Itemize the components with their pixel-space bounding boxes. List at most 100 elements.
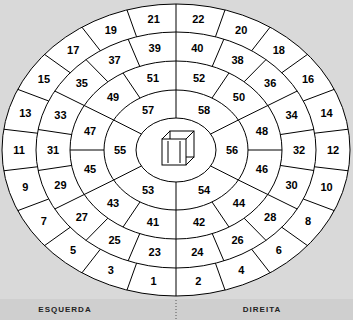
seat-divider [212, 202, 229, 227]
seat-number: 39 [149, 42, 161, 54]
seat-number: 50 [233, 91, 245, 103]
seat-cell: 39 [149, 42, 161, 54]
side-label: DIREITA [243, 305, 281, 315]
seat-cell: 26 [231, 234, 243, 246]
seat-cell: 46 [256, 163, 268, 175]
seat-number: 33 [54, 109, 66, 121]
seat-cell: 56 [226, 144, 238, 156]
seat-number: 14 [321, 107, 333, 119]
seat-cell: 30 [285, 179, 297, 191]
seat-cell: 52 [193, 72, 205, 84]
seat-divider [176, 182, 177, 296]
seat-divider [18, 89, 49, 101]
seat-divider [55, 91, 84, 106]
seat-divider [238, 106, 267, 121]
seat-number: 24 [191, 246, 203, 258]
seat-cell: 5 [70, 244, 76, 256]
seat-divider [238, 180, 267, 195]
seat-number: 55 [114, 144, 126, 156]
seat-number: 4 [238, 264, 244, 276]
seat-divider [244, 60, 266, 82]
seat-number: 21 [148, 13, 160, 25]
seat-divider [176, 4, 177, 118]
seat-cell: 33 [54, 109, 66, 121]
seat-number: 46 [256, 163, 268, 175]
seat-cell: 8 [305, 215, 311, 227]
seat-cell: 19 [105, 24, 117, 36]
seat-number: 57 [142, 104, 154, 116]
seat-cell: 20 [235, 24, 247, 36]
seat-cell: 38 [231, 54, 243, 66]
seat-cell: 51 [147, 72, 159, 84]
seat-number: 58 [198, 104, 210, 116]
seat-divider [123, 73, 140, 98]
seat-divider [215, 263, 225, 290]
seat-number: 35 [76, 77, 88, 89]
seat-cell: 6 [276, 244, 282, 256]
seat-cell: 21 [148, 13, 160, 25]
seat-number: 34 [285, 109, 297, 121]
cube-detail [168, 141, 169, 163]
seat-number: 47 [84, 125, 96, 137]
seat-number: 29 [54, 179, 66, 191]
seat-number: 2 [195, 275, 201, 287]
seat-divider [18, 199, 49, 211]
seat-divider [86, 60, 108, 82]
seat-number: 22 [192, 13, 204, 25]
seat-divider [211, 120, 239, 134]
cube-detail [180, 141, 181, 163]
seat-divider [215, 10, 225, 37]
seat-divider [82, 27, 100, 51]
seat-cell: 22 [192, 13, 204, 25]
seat-number: 53 [142, 184, 154, 196]
seat-number: 5 [70, 244, 76, 256]
seat-cell: 13 [19, 107, 31, 119]
seat-cell: 48 [256, 125, 268, 137]
seat-cell: 27 [76, 211, 88, 223]
seat-cell: 14 [321, 107, 333, 119]
seat-divider [128, 39, 140, 66]
seat-number: 45 [84, 163, 96, 175]
seat-number: 44 [233, 197, 245, 209]
seat-divider [127, 10, 137, 37]
seat-divider [84, 180, 113, 195]
seat-divider [212, 73, 229, 98]
seat-number: 1 [151, 275, 157, 287]
seat-divider [114, 166, 142, 180]
seat-number: 49 [107, 91, 119, 103]
seat-divider [252, 27, 270, 51]
seat-divider [128, 234, 140, 261]
seat-cell: 17 [67, 44, 79, 56]
seat-cell: 2 [195, 275, 201, 287]
seat-number: 41 [147, 216, 159, 228]
seat-cell: 40 [191, 42, 203, 54]
seat-cell: 7 [41, 215, 47, 227]
seat-divider [282, 227, 308, 245]
seat-cell: 15 [38, 73, 50, 85]
seat-divider [4, 167, 38, 171]
cube-symbol [162, 131, 194, 165]
divider-dotted [176, 300, 177, 320]
seat-cell: 1 [151, 275, 157, 287]
seat-cell: 54 [198, 184, 210, 196]
seat-cell: 55 [114, 144, 126, 156]
seat-cell: 24 [191, 246, 203, 258]
seat-divider [45, 54, 71, 72]
seat-cell: 57 [142, 104, 154, 116]
seat-divider [211, 166, 239, 180]
seat-divider [55, 195, 84, 210]
seat-number: 20 [235, 24, 247, 36]
seat-cell: 16 [302, 73, 314, 85]
seat-number: 51 [147, 72, 159, 84]
seat-number: 23 [149, 246, 161, 258]
seat-number: 9 [22, 181, 28, 193]
seat-divider [315, 129, 349, 133]
seat-divider [315, 167, 349, 171]
seat-divider [212, 234, 224, 261]
side-label: ESQUERDA [38, 305, 91, 315]
seat-number: 38 [231, 54, 243, 66]
seat-number: 56 [226, 144, 238, 156]
seat-number: 18 [273, 44, 285, 56]
seat-divider [4, 129, 38, 133]
